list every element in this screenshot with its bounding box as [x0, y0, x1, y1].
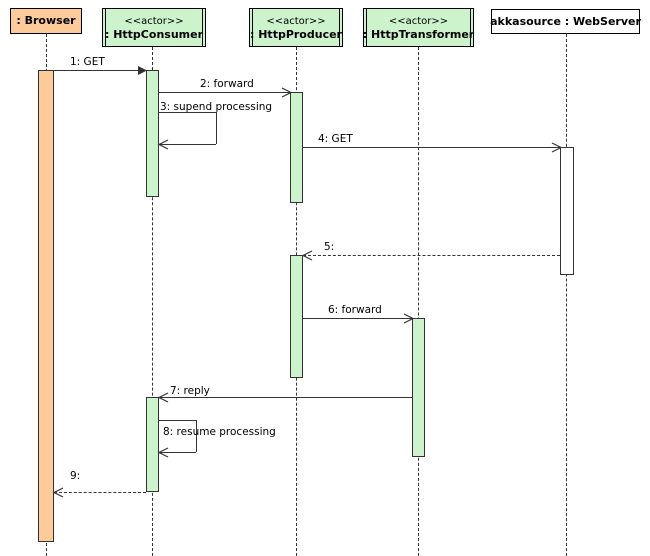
lifeline-webserver — [566, 34, 567, 556]
message-arrow-6 — [403, 312, 415, 324]
message-line-4[interactable] — [303, 147, 560, 148]
activation-httpproducer-1 — [290, 92, 303, 203]
participant-box-httpproducer[interactable]: <<actor>> : HttpProducer — [249, 8, 343, 47]
message-arrow-9 — [52, 486, 64, 498]
message-line-1[interactable] — [54, 70, 146, 71]
message-line-8-out[interactable] — [159, 420, 196, 421]
lifeline-httptransformer — [418, 47, 419, 556]
message-label-3: 3: supend processing — [160, 101, 273, 113]
message-label-1: 1: GET — [70, 56, 105, 68]
message-line-3-down — [216, 112, 217, 144]
message-label-9: 9: — [70, 470, 81, 482]
message-arrow-4 — [551, 141, 563, 153]
message-line-3-back[interactable] — [159, 144, 216, 145]
participant-label-httptransformer: : HttpTransformer — [362, 28, 475, 41]
message-label-2: 2: forward — [200, 78, 254, 90]
message-arrow-2 — [281, 86, 293, 98]
lifeline-httpconsumer — [152, 47, 153, 556]
message-line-7[interactable] — [159, 397, 412, 398]
activation-webserver — [560, 147, 574, 275]
message-label-6: 6: forward — [328, 304, 382, 316]
message-line-2[interactable] — [159, 92, 290, 93]
message-line-6[interactable] — [303, 318, 412, 319]
participant-stereotype-httpconsumer: <<actor>> — [124, 16, 184, 27]
message-label-7: 7: reply — [170, 385, 210, 397]
message-arrow-7 — [157, 391, 169, 403]
message-line-3-out[interactable] — [159, 112, 216, 113]
participant-stereotype-httptransformer: <<actor>> — [388, 16, 449, 27]
participant-box-httptransformer[interactable]: <<actor>> : HttpTransformer — [363, 8, 474, 47]
participant-box-browser[interactable]: : Browser — [10, 8, 82, 34]
message-arrow-3 — [157, 138, 169, 150]
message-arrow-1 — [138, 65, 147, 75]
message-label-4: 4: GET — [318, 133, 353, 145]
activation-httpconsumer-2 — [146, 397, 159, 492]
message-arrow-8 — [157, 446, 169, 458]
message-line-5[interactable] — [303, 255, 560, 256]
message-arrow-5 — [301, 249, 313, 261]
participant-stereotype-httpproducer: <<actor>> — [266, 16, 326, 27]
activation-browser — [38, 70, 54, 542]
message-line-9[interactable] — [54, 492, 146, 493]
message-line-8-back[interactable] — [159, 452, 196, 453]
message-label-8: 8: resume processing — [163, 426, 276, 438]
participant-label-webserver: akkasource : WebServer — [490, 14, 641, 28]
activation-httptransformer-1 — [412, 318, 425, 457]
participant-box-webserver[interactable]: akkasource : WebServer — [490, 9, 641, 34]
participant-label-browser: : Browser — [16, 14, 76, 27]
activation-httpproducer-2 — [290, 255, 303, 378]
message-label-5: 5: — [324, 241, 335, 253]
activation-httpconsumer-1 — [146, 70, 159, 197]
message-line-8-down — [196, 420, 197, 452]
participant-label-httpproducer: : HttpProducer — [250, 28, 342, 41]
participant-box-httpconsumer[interactable]: <<actor>> : HttpConsumer — [102, 8, 206, 47]
participant-label-httpconsumer: : HttpConsumer — [104, 28, 203, 41]
